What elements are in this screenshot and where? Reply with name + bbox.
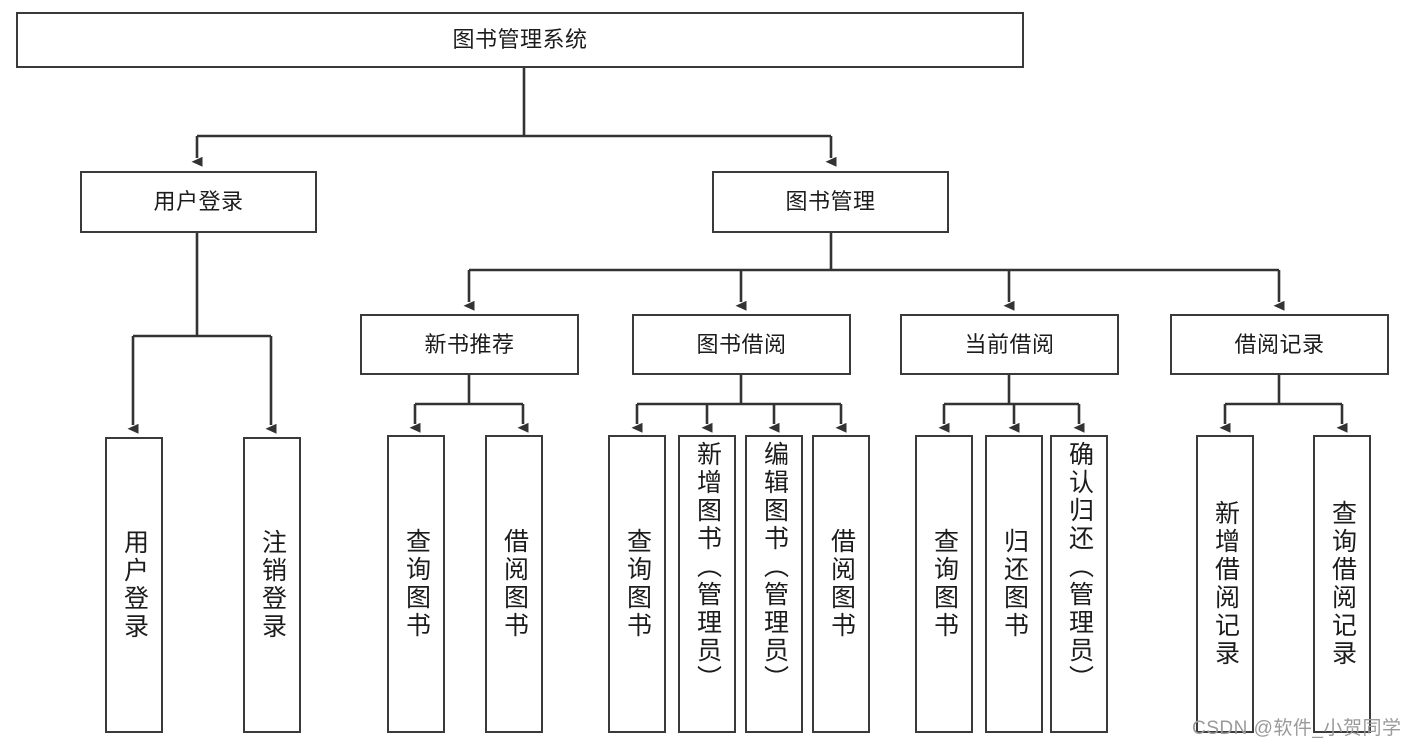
node-book-management[interactable]: 图书管理 [712, 171, 949, 233]
leaf-node-borrow-book-recommendation[interactable]: 借阅图书 [485, 435, 543, 733]
leaf-node-borrow-book[interactable]: 借阅图书 [812, 435, 870, 733]
leaf-node-user-login[interactable]: 用户登录 [105, 437, 163, 733]
node-label: 编辑图书（管理员） [760, 441, 789, 693]
node-label: 图书借阅 [696, 331, 787, 357]
node-label: 新增借阅记录 [1211, 500, 1240, 668]
node-label: 新增图书（管理员） [693, 441, 722, 693]
leaf-node-add-book-admin[interactable]: 新增图书（管理员） [678, 435, 736, 733]
node-label: 查询图书 [623, 528, 652, 640]
node-label: 查询借阅记录 [1328, 500, 1357, 668]
node-label: 借阅图书 [827, 528, 856, 640]
node-label: 用户登录 [120, 529, 149, 641]
node-new-book-recommendation[interactable]: 新书推荐 [360, 314, 579, 375]
node-user-login[interactable]: 用户登录 [80, 171, 317, 233]
node-label: 用户登录 [153, 189, 244, 215]
node-label: 图书管理系统 [452, 27, 588, 53]
node-label: 借阅记录 [1234, 331, 1325, 357]
node-label: 归还图书 [1000, 528, 1029, 640]
node-label: 新书推荐 [424, 331, 515, 357]
node-book-borrowing[interactable]: 图书借阅 [632, 314, 851, 375]
node-label: 确认归还（管理员） [1065, 441, 1094, 693]
leaf-node-query-borrow-record[interactable]: 查询借阅记录 [1313, 435, 1371, 733]
leaf-node-edit-book-admin[interactable]: 编辑图书（管理员） [745, 435, 803, 733]
node-label: 当前借阅 [964, 331, 1055, 357]
leaf-node-query-book-current[interactable]: 查询图书 [915, 435, 973, 733]
csdn-watermark: CSDN @软件_小贺同学 [1192, 718, 1402, 739]
node-label: 查询图书 [930, 528, 959, 640]
node-borrowing-record[interactable]: 借阅记录 [1170, 314, 1389, 375]
node-label: 图书管理 [785, 189, 876, 215]
leaf-node-confirm-return-admin[interactable]: 确认归还（管理员） [1050, 435, 1108, 733]
node-label: 借阅图书 [500, 528, 529, 640]
node-root-book-management-system[interactable]: 图书管理系统 [16, 12, 1024, 68]
leaf-node-logout[interactable]: 注销登录 [243, 437, 301, 733]
leaf-node-query-book-recommendation[interactable]: 查询图书 [387, 435, 445, 733]
leaf-node-query-book-borrowing[interactable]: 查询图书 [608, 435, 666, 733]
node-label: 查询图书 [402, 528, 431, 640]
leaf-node-add-borrow-record[interactable]: 新增借阅记录 [1196, 435, 1254, 733]
leaf-node-return-book[interactable]: 归还图书 [985, 435, 1043, 733]
node-current-borrowing[interactable]: 当前借阅 [900, 314, 1119, 375]
node-label: 注销登录 [258, 529, 287, 641]
